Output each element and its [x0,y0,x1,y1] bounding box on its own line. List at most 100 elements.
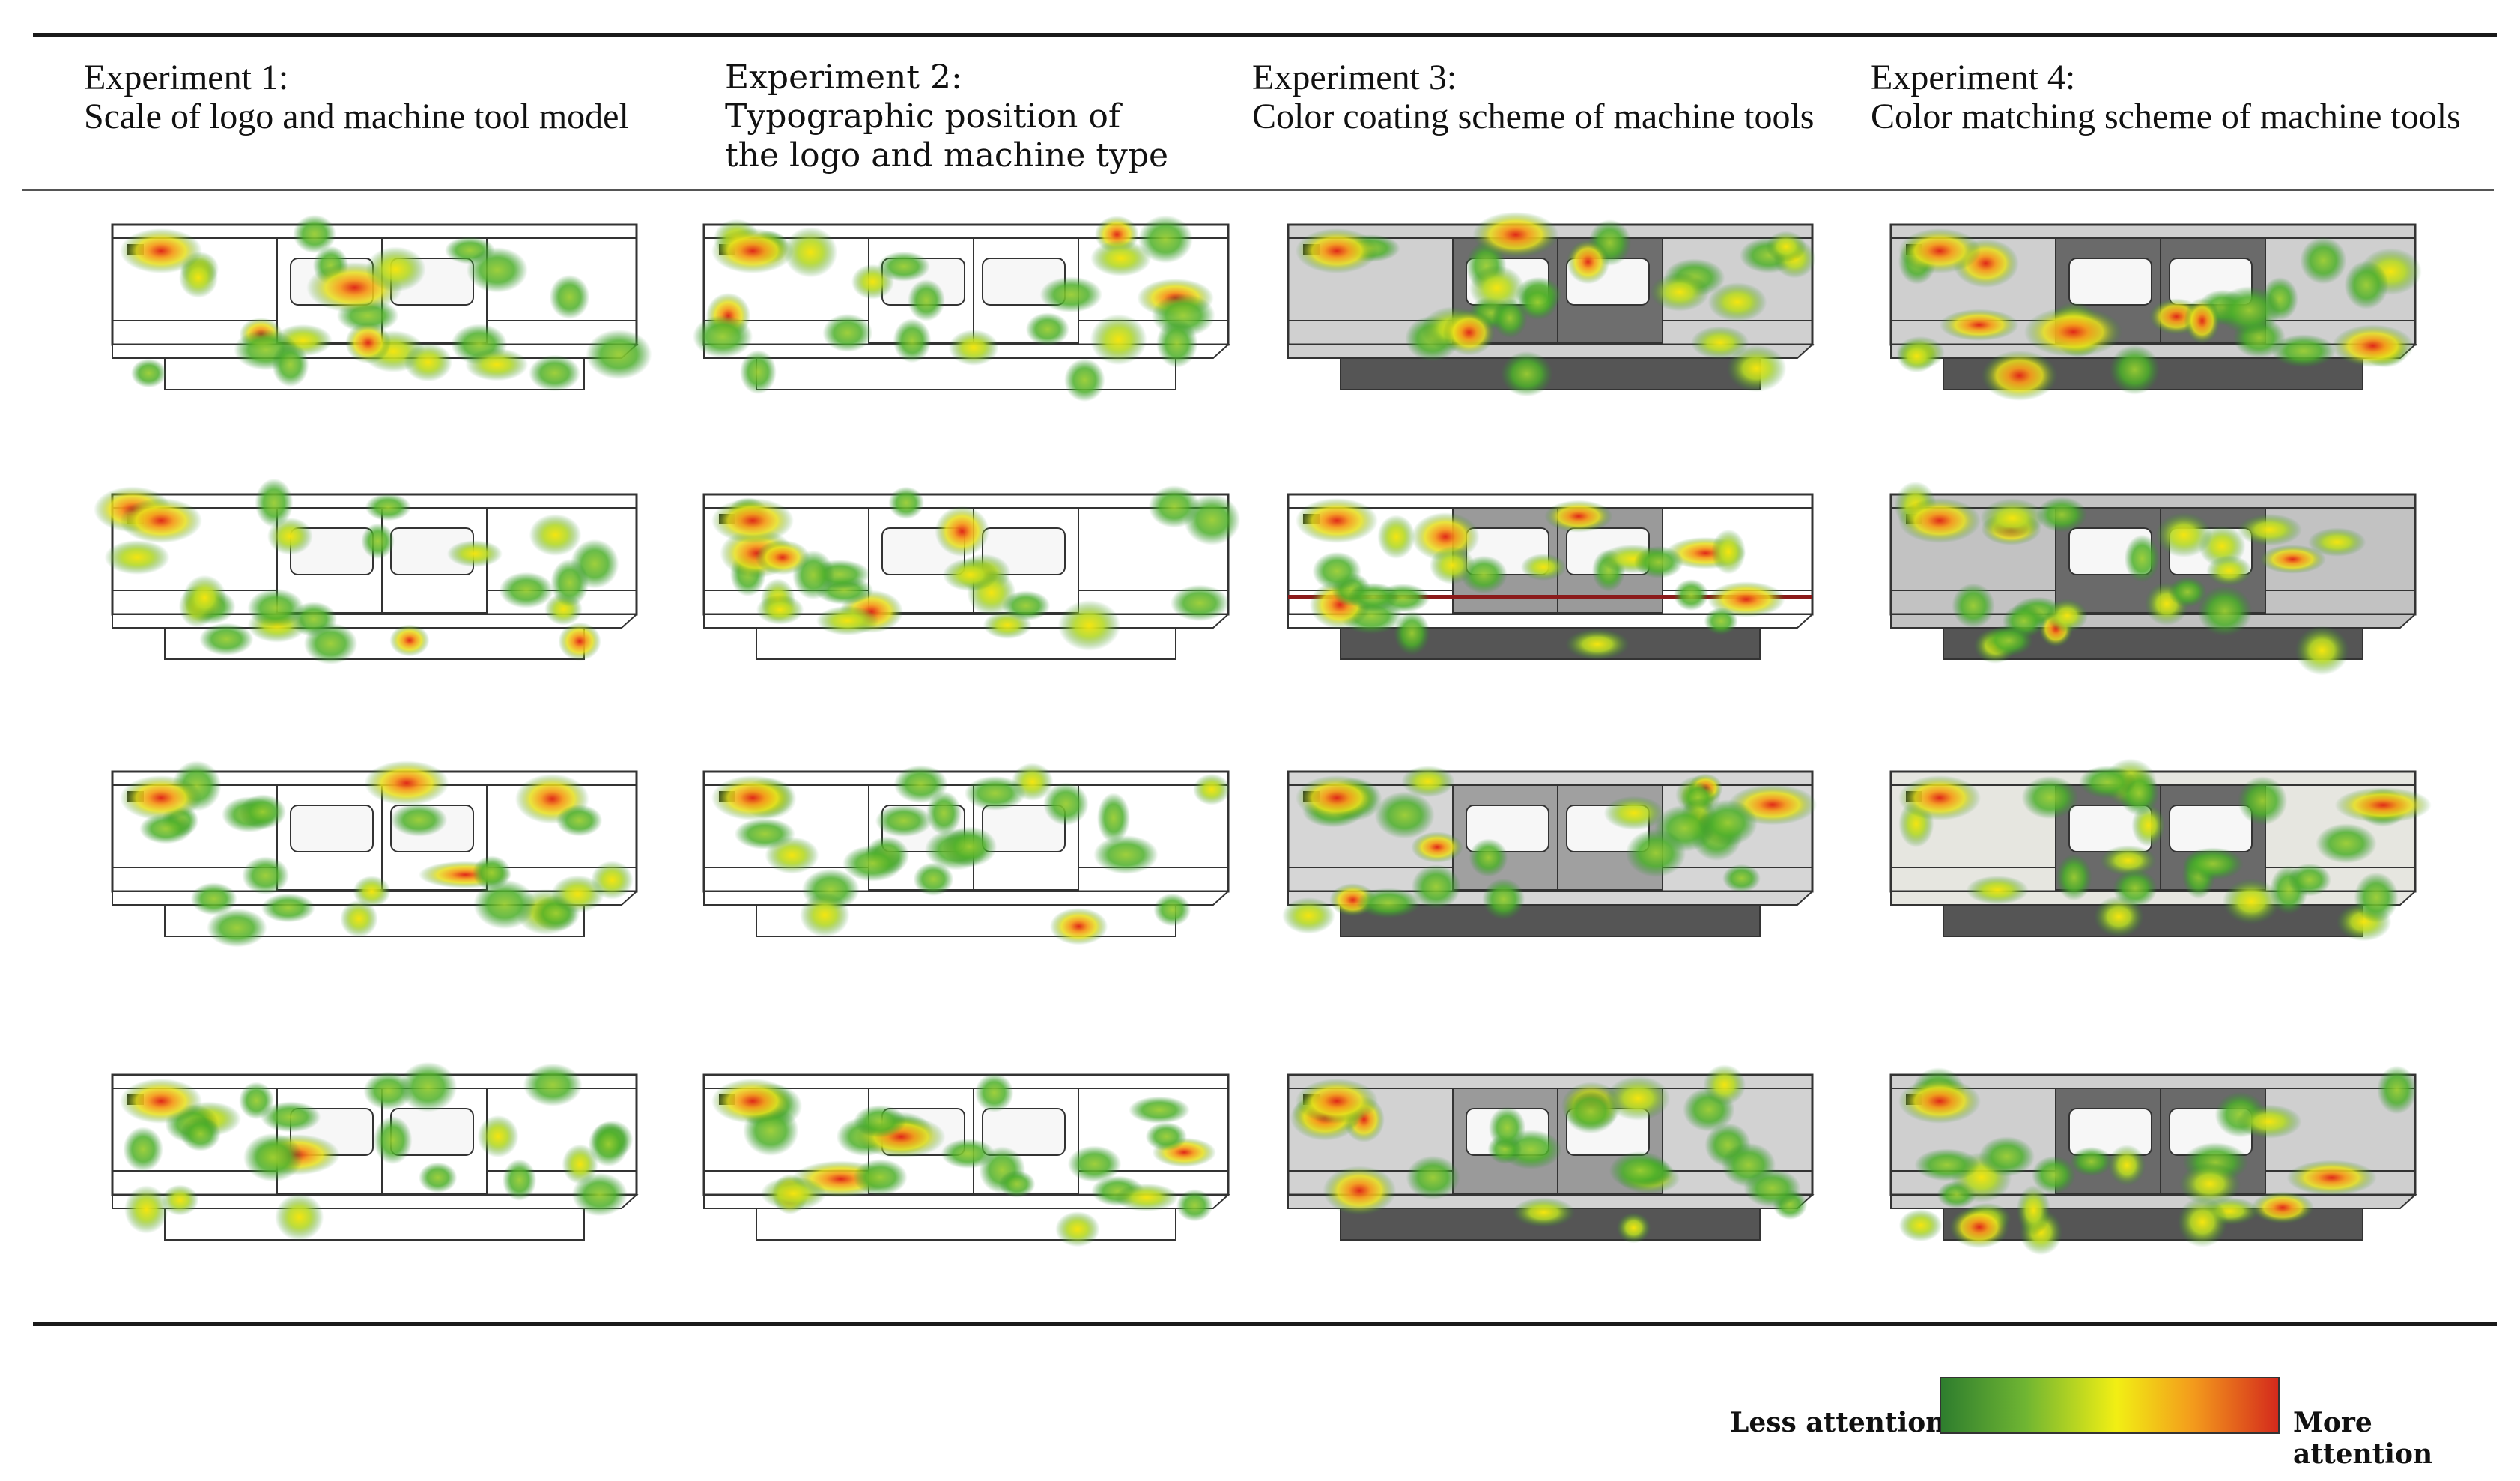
machine-base [164,1208,585,1241]
fixation-blob [1698,799,1758,846]
fixation-blob [2197,585,2253,637]
fixation-blob [942,826,998,867]
experiment-2-title: Experiment 2: [725,58,962,97]
fixation-blob [389,624,430,657]
fixation-blob [1377,515,1415,559]
fixation-blob [1043,782,1089,826]
fixation-blob [1442,309,1496,356]
fixation-blob [1156,318,1198,368]
fixation-blob [267,517,313,555]
fixation-logo-hotspot [711,1079,794,1124]
fixation-blob [1482,878,1525,921]
fixation-blob [247,588,304,628]
panel-e2-r1 [693,215,1230,402]
machine-base [756,1208,1176,1241]
panel-e1-r4 [111,1061,639,1241]
fixation-blob [853,1159,908,1196]
machine-skirt [703,891,1230,906]
fixation-blob [207,909,267,948]
fixation-blob [1984,625,2033,657]
fixation-blob [998,1170,1036,1198]
machine-skirt [112,614,639,629]
fixation-logo-hotspot [1296,1079,1378,1124]
fixation-blob [755,539,810,575]
fixation-logo-hotspot [711,775,794,820]
fixation-blob [529,514,582,556]
fixation-blob [1356,888,1421,918]
fixation-blob [1707,282,1767,322]
legend-high-label: More attention [2293,1407,2433,1470]
fixation-blob [1312,551,1361,591]
fixation-blob [935,506,989,557]
fixation-blob [1411,864,1461,909]
fixation-blob [365,246,426,292]
fixation-blob [1148,485,1200,528]
fixation-blob [1170,584,1230,622]
fixation-blob [477,1115,519,1158]
fixation-blob [523,1063,583,1106]
fixation-blob [1898,1209,1943,1242]
experiment-1-title: Experiment 1: [84,58,289,97]
panel-e1-r2 [94,478,639,664]
fixation-blob [1472,212,1559,258]
fixation-blob [340,900,378,938]
fixation-blob [467,247,528,293]
fixation-blob [361,523,395,560]
panel-e3-r3 [1282,765,1818,937]
fixation-blob [1055,1211,1100,1247]
fixation-blob [390,803,448,837]
fixation-blob [1980,498,2044,538]
fixation-blob [1049,908,1108,945]
fixation-logo-hotspot [711,228,794,273]
fixation-blob [1374,791,1435,839]
experiment-3-title: Experiment 3: [1252,58,1457,97]
fixation-blob [2286,1160,2377,1196]
fixation-blob [822,313,873,352]
fixation-blob [2100,845,2157,876]
fixation-blob [2184,297,2220,344]
panel-e4-r2 [1889,481,2417,676]
fixation-blob [974,1073,1014,1112]
fixation-blob [1401,765,1455,798]
fixation-blob [964,775,1026,811]
fixation-blob [1634,545,1683,579]
fixation-blob [2217,286,2281,335]
fixation-blob [562,1144,598,1184]
fixation-blob [2332,324,2414,368]
fixation-blob [1488,1106,1526,1149]
fixation-blob [2237,513,2302,546]
machine-skirt [112,1194,639,1209]
fixation-blob [1673,579,1709,611]
fixation-blob [2078,765,2137,799]
fixation-blob [2295,626,2349,676]
fixation-blob [2093,896,2144,938]
fixation-blob [2354,872,2399,923]
fixation-logo-hotspot [120,775,202,820]
fixation-blob [399,1061,458,1112]
fixation-blob [1606,1076,1671,1121]
fixation-blob [2056,854,2092,901]
fixation-blob [556,804,603,837]
fixation-blob [1129,1096,1190,1124]
fixation-blob [558,622,601,661]
fixation-blob [2036,497,2088,533]
fixation-blob [190,882,237,915]
fixation-blob [2238,776,2288,826]
right-window [982,1108,1066,1156]
fixation-logo-hotspot [120,1079,202,1124]
fixation-blob [760,1176,827,1211]
fixation-blob [2206,555,2253,587]
fixation-blob [2222,878,2280,925]
fixation-blob [2259,545,2326,574]
fixation-blob [2021,775,2079,820]
fixation-blob [1138,215,1193,264]
fixation-blob [1064,358,1105,402]
fixation-blob [1939,309,2019,341]
fixation-blob [239,1082,274,1120]
fixation-blob [1153,893,1191,927]
left-window [2068,258,2152,306]
panel-e3-r2 [1287,493,1815,661]
fixation-blob [588,1121,629,1167]
fixation-blob [756,594,804,625]
fixation-blob [373,1116,413,1165]
